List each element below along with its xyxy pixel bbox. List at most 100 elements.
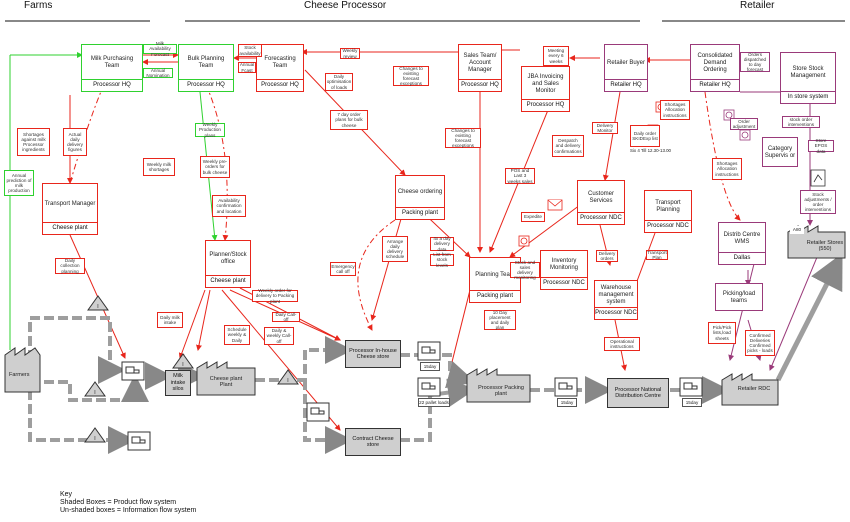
national-distribution-centre-box[interactable]: Processor National Distribution Centre (607, 378, 669, 408)
note-10-day-placement: 10 Day placement and daily plan (484, 310, 516, 330)
svg-text:I: I (182, 362, 183, 368)
note-arrange-delivery: Arrange daily delivery schedule (382, 236, 408, 262)
legend-key: Key Shaded Boxes = Product flow system U… (60, 491, 196, 515)
note-pos-last-weeks: POS and Last 3 weeks sales (505, 168, 535, 184)
note-weekly-review: Weekly review (340, 48, 360, 59)
inventory-labels: I I I I I (94, 304, 288, 442)
farmers-label: Farmers (9, 372, 30, 378)
info-flow-lines (67, 47, 690, 431)
note-delivery-orders: Delivery orders (596, 250, 618, 262)
legend-title: Key (60, 491, 73, 498)
note-annual-prediction: Annual prediction of milk production (4, 170, 34, 196)
retailer-buyer-label: Retailer Buyer (606, 59, 645, 66)
note-schedule-weekly: Schedule weekly & Daily (224, 325, 250, 345)
legend-shaded: Shaded Boxes = Product flow system (60, 499, 177, 506)
section-cheese-processor: Cheese Processor (304, 0, 387, 11)
note-emergency-call-off: Emergency call off (330, 262, 356, 276)
note-annual-fcast: Annual Fcast (238, 62, 256, 73)
category-supervisor-label: Category Supervis or (764, 145, 796, 159)
planner-stock-footer: Cheese plant (206, 275, 250, 287)
section-farms: Farms (24, 0, 53, 11)
factory-shapes (4, 225, 846, 406)
forecasting-label: Forecasting Team (264, 56, 296, 69)
svg-text:I: I (287, 378, 288, 384)
jba-invoicing-footer: Processor HQ (522, 99, 569, 111)
inhouse-cheese-store-box[interactable]: Processor In-house Cheese store (345, 340, 401, 368)
consolidated-demand-label: Consolidated Demand Ordering (697, 52, 733, 73)
planning-team-label: Planning Team (475, 271, 515, 278)
milk-intake-silos-box[interactable]: Milk intake silos (165, 370, 191, 396)
warehouse-management-footer: Processor NDC (595, 307, 637, 319)
forecasting-footer: Processor HQ (257, 79, 303, 91)
note-weekly-production: Weekly Production plans (195, 122, 225, 138)
retailer-buyer-footer: Retailer HQ (605, 79, 647, 91)
picking-load-teams-box: Picking/load teams (715, 283, 763, 311)
svg-text:I: I (94, 436, 95, 442)
note-store-epos: Store EPOS data (808, 138, 834, 154)
tag-15day-rdc: 15day (682, 398, 702, 407)
sales-team-label: Sales Team/ Account Manager (463, 52, 497, 73)
note-availability-confirmation: Availability confirmation and location (212, 195, 246, 217)
tag-a80: A80 (790, 226, 804, 234)
note-weekly-pre-orders: Weekly pre-orders for bulk cheese (200, 156, 230, 178)
sales-team-footer: Processor HQ (459, 79, 501, 91)
note-shortages-allocation: Shortages Allocation instructions (660, 100, 690, 120)
tag-15day-ndc: 15day (557, 398, 577, 407)
note-4x-day: 4x a day delivery data (430, 236, 454, 252)
contract-cheese-store-box[interactable]: Contract Cheese store (345, 428, 401, 456)
note-transport-plan: Transport Plan (646, 249, 668, 260)
note-daily-weekly-call-off: Daily & weekly Call-off (264, 327, 294, 345)
milk-purchasing-label: Milk Purchasing Team (90, 56, 134, 69)
note-six4-till: Six 4 Till 12.30-13.00 (630, 148, 672, 153)
cheese-ordering-footer: Packing plant (396, 207, 444, 219)
transport-manager-label: Transport Manager (44, 200, 96, 207)
note-stock-sales-monitoring: Stock and sales delivery monitoring (510, 260, 540, 280)
warehouse-management-label: Warehouse management system (598, 284, 634, 305)
transport-planning-label: Transport Planning (655, 199, 681, 213)
distrib-centre-wms-label: Distrib Centre WMS (723, 231, 761, 245)
legend-unshaded: Un-shaded boxes = Information flow syste… (60, 507, 197, 514)
note-expedite: Expedite (521, 212, 545, 222)
consolidated-demand-footer: Retailer HQ (691, 79, 739, 91)
note-order-adjustment: Order adjustment (730, 118, 758, 130)
inventory-monitoring-label: Inventory Monitoring (549, 258, 578, 271)
note-changes-forecast: Changes to existing forecast exceptions (445, 128, 481, 148)
svg-text:I: I (94, 390, 95, 396)
picking-load-label: Picking/load teams (722, 290, 756, 304)
transport-planning-footer: Processor NDC (645, 220, 691, 232)
rdc-to-stores-arrow (775, 253, 843, 382)
note-delivery-monitor: Delivery Monitor (592, 122, 618, 134)
note-stock-order-interventions: stock order interventions (782, 116, 820, 128)
note-meeting: Meeting every 6 weeks (543, 46, 569, 66)
farm-flow-lines (9, 52, 218, 350)
jba-invoicing-label: JBA Invoicing and Sales Monitor (527, 73, 564, 94)
milk-purchasing-footer: Processor HQ (82, 79, 142, 91)
svg-text:I: I (97, 304, 98, 310)
packing-plant-label: Processor Packing plant (478, 385, 524, 397)
note-shortages-allocation-2: Shortages Allocation instructions (712, 158, 742, 180)
cheese-plant-label: Cheese plant Plant (209, 376, 243, 388)
retail-stores-label: Retailer Stores(550) (806, 240, 844, 252)
bulk-planning-label: Bulk Planning Team (187, 56, 225, 69)
retailer-rdc-label: Retailer RDC (737, 386, 771, 392)
note-shortages-milk: Shortages against milk Processor ingredi… (17, 128, 50, 156)
note-7day-order: 7 day order plans for bulk cheese (330, 110, 368, 130)
note-despatch-delivery: Despatch and delivery confirmations (552, 135, 584, 157)
note-daily-call-off: Daily Call-off (272, 312, 300, 322)
note-weekly-order-delivery: Weekly order for delivery to Packing pla… (252, 288, 298, 304)
note-list-stock: List from stock levels (430, 252, 454, 268)
envelope-icons (547, 199, 563, 211)
note-confirmed-deliveries: Confirmed Deliveries Confirmed picks - l… (745, 330, 775, 356)
category-supervisor-box: Category Supervis or (762, 137, 798, 167)
